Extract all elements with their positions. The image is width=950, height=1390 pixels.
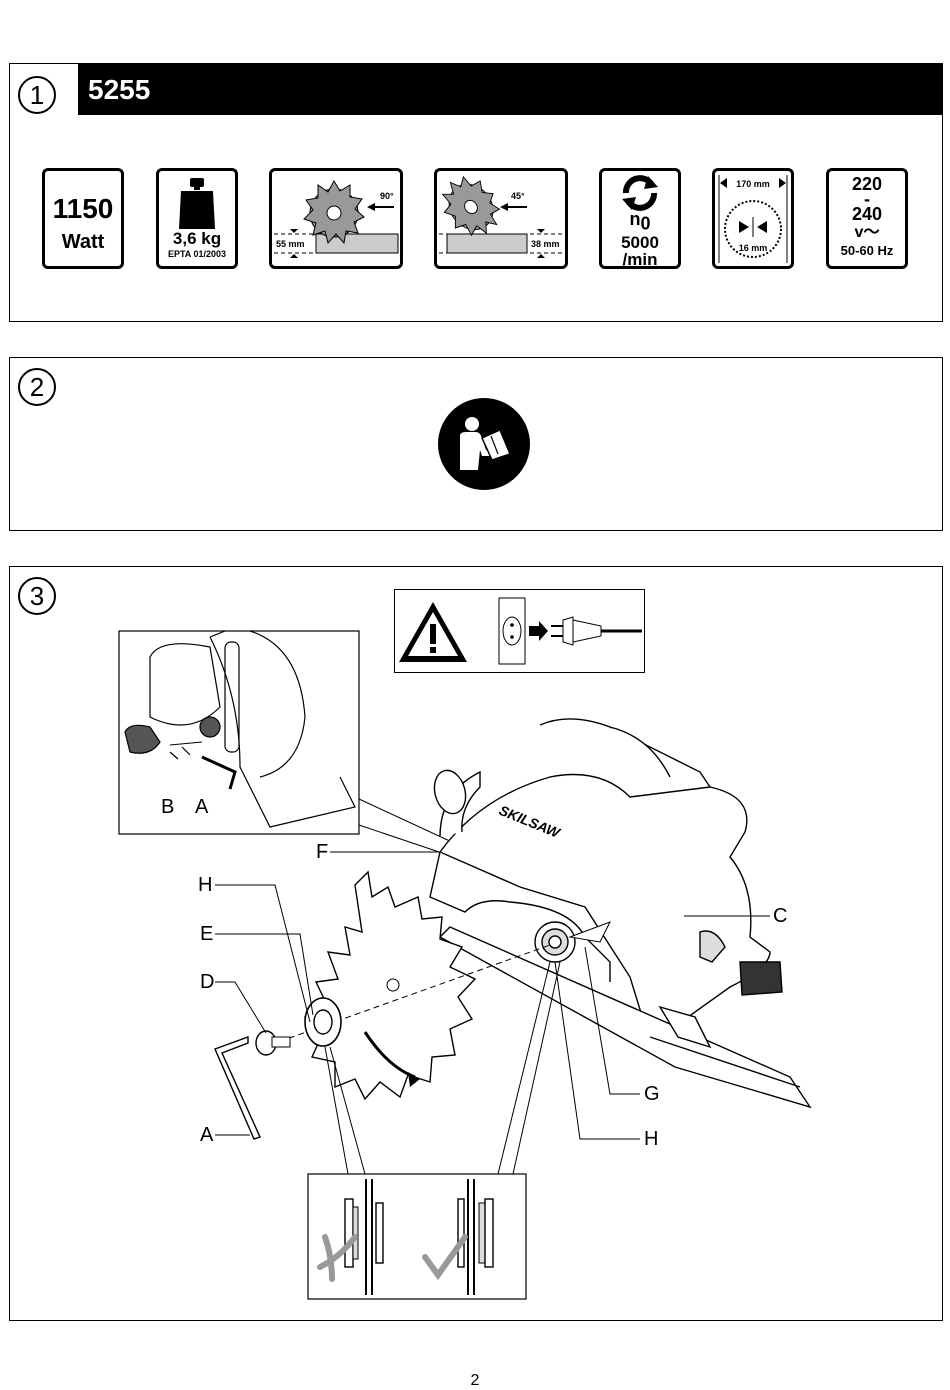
page-number: 2 — [470, 1372, 480, 1389]
callout-D: D — [200, 971, 215, 993]
correct-orientation — [422, 1179, 494, 1295]
cut-45-angle: 45° — [511, 191, 525, 201]
plug-icon — [551, 616, 642, 646]
callout-C: C — [773, 905, 788, 927]
blade-size-icon: 170 mm 16 mm — [712, 168, 794, 269]
weight-standard: EPTA 01/2003 — [167, 249, 227, 259]
voltage-frequency: 50-60 Hz — [840, 243, 894, 258]
blade-90-icon: 90° 55 mm — [274, 179, 399, 258]
unplug-warning-box — [394, 589, 645, 673]
callout-E: E — [200, 923, 214, 945]
saw-blade — [303, 870, 477, 1101]
cut-depth-45-icon: 45° 38 mm — [434, 168, 568, 269]
section-number-2: 2 — [18, 368, 56, 406]
speed-subscript: 0 — [640, 213, 651, 234]
voltage-low: 220 — [851, 174, 883, 194]
arrow-right-icon — [529, 621, 548, 641]
section-number-1: 1 — [18, 76, 56, 114]
speed-symbol: n — [629, 209, 641, 229]
read-manual-icon — [438, 398, 530, 490]
voltage-dash: - — [864, 189, 870, 209]
voltage-symbol: v～ — [854, 224, 880, 241]
correct-mark-icon — [422, 1234, 468, 1281]
section-number-3: 3 — [18, 577, 56, 615]
wrong-orientation — [317, 1179, 384, 1295]
speed-spec-icon: n0 5000 /min — [599, 168, 681, 269]
warning-triangle-icon — [399, 602, 467, 662]
power-value: 1150 — [52, 193, 114, 224]
weight-icon — [179, 178, 215, 229]
voltage-spec-icon: 220 - 240 v～ 50-60 Hz — [826, 168, 908, 269]
cut-90-angle: 90° — [380, 191, 394, 201]
blade-45-icon: 45° 38 mm — [439, 175, 563, 258]
rotation-icon — [622, 175, 658, 211]
speed-value: 5000 — [621, 232, 659, 252]
power-spec-icon: 1150 Watt — [42, 168, 124, 269]
voltage-high: 240 — [851, 204, 883, 224]
wall-socket-icon — [498, 597, 526, 665]
callout-A-wrench: A — [200, 1124, 214, 1146]
blade-bore: 16 mm — [739, 243, 768, 253]
power-unit: Watt — [61, 231, 105, 253]
callout-G: G — [644, 1083, 660, 1105]
saw-blade-icon: 170 mm 16 mm — [718, 175, 788, 263]
weight-spec-icon: 3,6 kg EPTA 01/2003 — [156, 168, 238, 269]
speed-unit: /min — [622, 249, 658, 269]
weight-value: 3,6 kg — [172, 229, 222, 248]
saw-assembly-drawing: SKILSAW — [118, 630, 812, 1300]
cut-90-depth: 55 mm — [276, 239, 305, 249]
cut-depth-90-icon: 90° 55 mm — [269, 168, 403, 269]
spec-panel: 1 5255 1150 Watt 3,6 kg EPTA 01/2003 — [9, 63, 943, 322]
blade-diameter: 170 mm — [736, 179, 770, 189]
callout-H-right: H — [644, 1128, 659, 1150]
callout-B: B — [161, 796, 175, 818]
model-title: 5255 — [78, 64, 942, 115]
manual-panel: 2 — [9, 357, 943, 531]
callout-F: F — [316, 841, 329, 863]
callout-H-left: H — [198, 874, 213, 896]
callout-A-inset: A — [195, 796, 209, 818]
cut-45-depth: 38 mm — [531, 239, 560, 249]
wrong-mark-icon — [317, 1234, 358, 1282]
blade-assembly-panel: 3 — [9, 566, 943, 1321]
